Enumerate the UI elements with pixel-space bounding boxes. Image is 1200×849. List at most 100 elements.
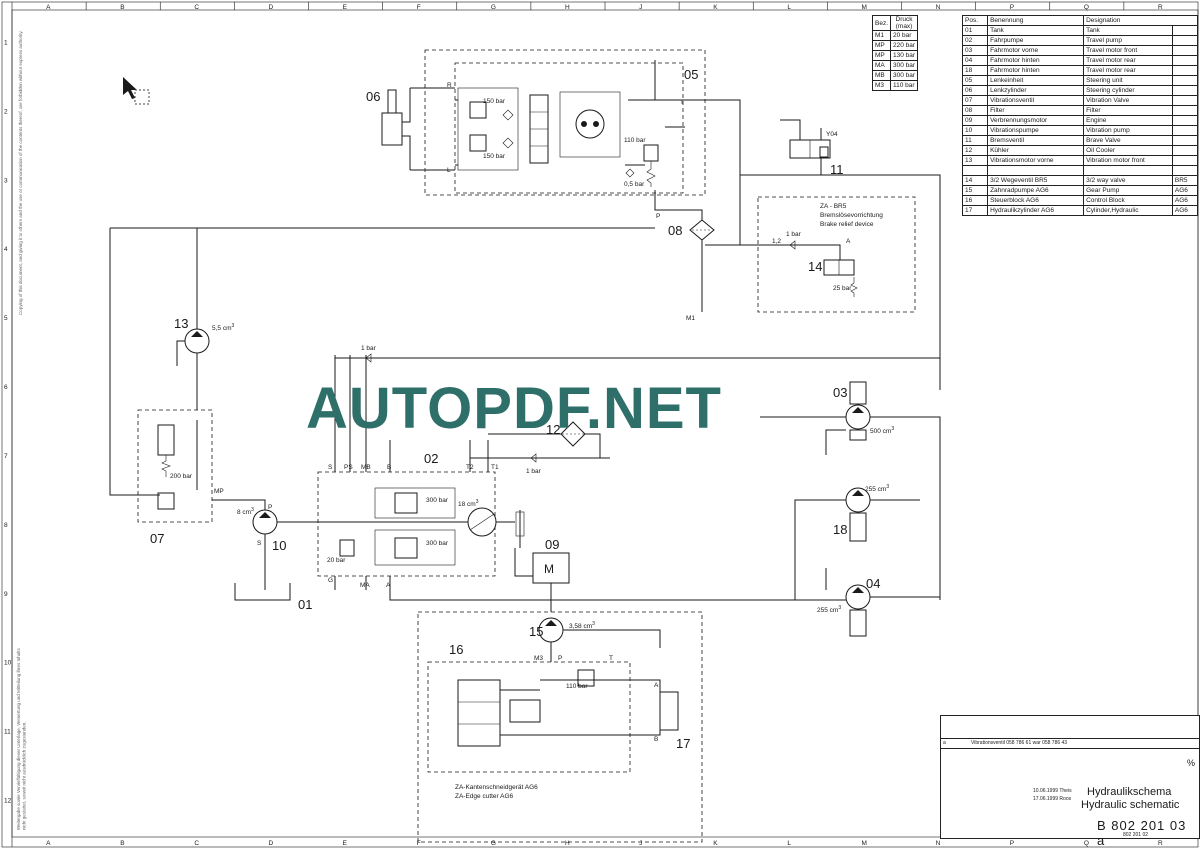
copyright-note-en: Copying of this document, and giving it … bbox=[18, 30, 23, 315]
column-marker-bottom: R bbox=[1158, 840, 1163, 847]
pressure-point: M3 bbox=[871, 80, 892, 91]
port-P-block16: P bbox=[558, 655, 562, 662]
part-suffix bbox=[1171, 125, 1199, 136]
part-suffix: AG6 bbox=[1171, 195, 1199, 206]
column-marker-bottom: H bbox=[565, 840, 570, 847]
port-P-pump10: P bbox=[268, 504, 272, 511]
label-brake-relief-device: Brake relief device bbox=[820, 221, 874, 228]
part-benennung: Hydraulikzylinder AG6 bbox=[987, 205, 1085, 216]
component-12: 12 bbox=[546, 422, 560, 437]
part-benennung: Zahnradpumpe AG6 bbox=[987, 185, 1085, 196]
port-P-steering: P bbox=[656, 213, 660, 220]
label-8-cm3: 8 cm3 bbox=[237, 507, 254, 516]
part-suffix bbox=[1171, 35, 1199, 46]
part-designation: Steering cylinder bbox=[1083, 85, 1173, 96]
row-marker: 4 bbox=[4, 246, 8, 253]
pressure-value: 130 bar bbox=[890, 50, 919, 61]
part-pos: 08 bbox=[961, 105, 989, 116]
part-suffix bbox=[1171, 95, 1199, 106]
part-benennung: Vibrationsventil bbox=[987, 95, 1085, 106]
column-marker-top: F bbox=[417, 4, 421, 11]
port-S-pump02: S bbox=[328, 464, 333, 471]
superscript-3: 3 bbox=[891, 426, 894, 432]
label-300-bar-b: 300 bar bbox=[426, 540, 449, 547]
part-designation: Steering unit bbox=[1083, 75, 1173, 86]
label-Y04: Y04 bbox=[826, 131, 838, 138]
component-10: 10 bbox=[272, 538, 286, 553]
label-1-bar-cooler: 1 bar bbox=[526, 468, 542, 475]
label-20-bar: 20 bar bbox=[327, 557, 346, 564]
port-T-block16: T bbox=[609, 655, 613, 662]
part-designation: Tank bbox=[1083, 25, 1173, 36]
column-marker-bottom: A bbox=[46, 840, 51, 847]
column-marker-bottom: D bbox=[268, 840, 273, 847]
row-marker: 9 bbox=[4, 591, 8, 598]
component-03: 03 bbox=[833, 385, 847, 400]
sheet-number: 802 201 02 bbox=[1123, 832, 1149, 838]
parts-header-designation: Designation bbox=[1083, 15, 1198, 26]
drawing-title-de: Hydraulikschema bbox=[1087, 786, 1172, 798]
port-A-brake: A bbox=[846, 238, 851, 245]
component-04: 04 bbox=[866, 576, 880, 591]
part-benennung: Fahrmotor hinten bbox=[987, 55, 1085, 66]
row-marker: 10 bbox=[4, 660, 12, 667]
part-suffix bbox=[1171, 155, 1199, 166]
column-marker-top: E bbox=[343, 4, 348, 11]
superscript-3: 3 bbox=[476, 499, 479, 505]
label-ZA-BR5: ZA - BR5 bbox=[820, 203, 847, 210]
component-16: 16 bbox=[449, 642, 463, 657]
cursor-icon bbox=[123, 77, 137, 99]
brake-relief-box bbox=[757, 196, 916, 313]
label-M3: M3 bbox=[534, 655, 543, 662]
label-25-bar: 25 bar bbox=[833, 285, 852, 292]
superscript-3: 3 bbox=[251, 507, 254, 513]
pressure-header-bez: Bez. bbox=[871, 15, 892, 31]
part-benennung: Lenkeinheit bbox=[987, 75, 1085, 86]
revision-row: a Vibrationsventil 058 786 61 war 058 78… bbox=[941, 738, 1199, 749]
part-benennung: Kühler bbox=[987, 145, 1085, 156]
column-marker-top: P bbox=[1010, 4, 1014, 11]
superscript-3: 3 bbox=[232, 323, 235, 329]
column-marker-bottom: B bbox=[120, 840, 124, 847]
date-name-2: 17.06.1999 Roos bbox=[1033, 796, 1072, 802]
part-pos: 13 bbox=[961, 155, 989, 166]
column-marker-top: Q bbox=[1084, 4, 1089, 11]
column-marker-bottom: E bbox=[343, 840, 348, 847]
component-06: 06 bbox=[366, 89, 380, 104]
part-benennung bbox=[987, 165, 1085, 176]
part-pos: 07 bbox=[961, 95, 989, 106]
part-suffix bbox=[1171, 45, 1199, 56]
pressure-value: 300 bar bbox=[890, 60, 919, 71]
part-pos: 03 bbox=[961, 45, 989, 56]
column-marker-top: B bbox=[120, 4, 124, 11]
part-benennung: 3/2 Wegeventil BR5 bbox=[987, 175, 1085, 186]
part-suffix bbox=[1171, 25, 1199, 36]
label-1-bar-brake: 1 bar bbox=[786, 231, 802, 238]
steering-unit-box bbox=[454, 62, 684, 194]
column-marker-top: R bbox=[1158, 4, 1163, 11]
label-300-bar-a: 300 bar bbox=[426, 497, 449, 504]
column-marker-top: J bbox=[639, 4, 642, 11]
column-marker-top: G bbox=[491, 4, 496, 11]
part-pos bbox=[961, 165, 989, 176]
component-07: 07 bbox=[150, 531, 164, 546]
pressure-point: MB bbox=[871, 70, 892, 81]
component-08: 08 bbox=[668, 223, 682, 238]
part-pos: 09 bbox=[961, 115, 989, 126]
label-za-edge-de: ZA-Kantenschneidgerät AG6 bbox=[455, 784, 538, 791]
label-18-cm3: 18 cm3 bbox=[458, 499, 479, 508]
label-500-cm3: 500 cm3 bbox=[870, 426, 894, 435]
part-suffix: AG6 bbox=[1171, 185, 1199, 196]
part-designation: Oil Cooler bbox=[1083, 145, 1173, 156]
column-marker-top: N bbox=[936, 4, 941, 11]
port-L: L bbox=[447, 167, 451, 174]
row-marker: 8 bbox=[4, 522, 8, 529]
part-pos: 06 bbox=[961, 85, 989, 96]
